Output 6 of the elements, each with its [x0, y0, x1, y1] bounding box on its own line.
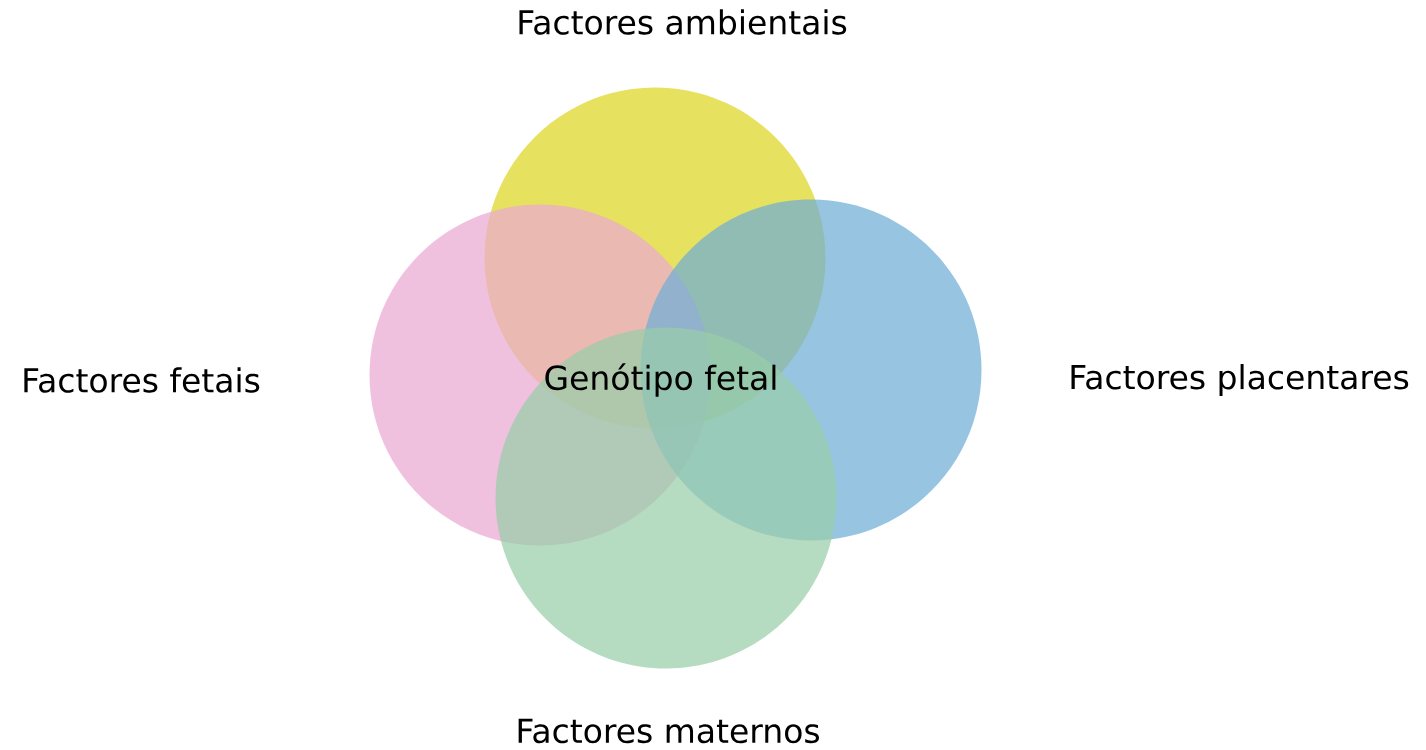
circle-label: Factores ambientais — [519, 9, 847, 35]
circle-label: Factores fetais — [24, 367, 260, 393]
venn-circle — [495, 327, 837, 669]
circle-label: Factores placentares — [1071, 364, 1409, 396]
circle-label: Factores maternos — [518, 718, 819, 744]
center-label: Genótipo fetal — [545, 363, 776, 397]
